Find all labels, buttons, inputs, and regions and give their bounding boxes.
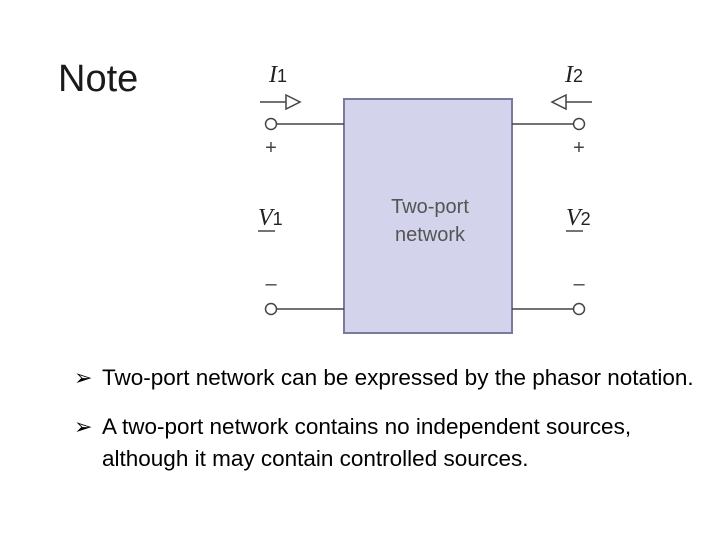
port2-top-terminal [572, 117, 586, 131]
box-label-line1: Two-port [391, 196, 469, 218]
port2-bottom-terminal [572, 302, 586, 316]
i2-symbol: I [564, 62, 574, 88]
i1-symbol: I [268, 62, 278, 88]
bullet-text: A two-port network contains no independe… [102, 414, 632, 471]
i2-subscript: 2 [573, 66, 583, 86]
port2-minus: – [573, 273, 585, 295]
port1-top-terminal [264, 117, 278, 131]
port1-plus: + [265, 137, 277, 159]
i1-label: I1 [268, 62, 287, 88]
bullet-item: ➢ Two-port network can be expressed by t… [74, 362, 714, 394]
i1-subscript: 1 [277, 66, 287, 86]
v2-subscript: 2 [581, 209, 591, 229]
box-label-line2: network [395, 224, 466, 246]
bullet-item: ➢ A two-port network contains no indepen… [74, 411, 714, 475]
bullet-arrow-icon: ➢ [74, 365, 93, 390]
v2-label: V2 [566, 205, 591, 231]
i2-label: I2 [564, 62, 583, 88]
v1-label: V1 [258, 205, 283, 231]
slide-title: Note [58, 58, 139, 100]
two-port-network-diagram: Two-port network I1 I2 + + V1 V2 – – [258, 62, 592, 334]
i2-arrow-head [550, 93, 567, 111]
port2-plus: + [573, 137, 585, 159]
v2-symbol: V [566, 205, 583, 231]
network-box [343, 98, 513, 334]
port1-bottom-terminal [264, 302, 278, 316]
v1-subscript: 1 [273, 209, 283, 229]
bullet-text: Two-port network can be expressed by the… [102, 365, 694, 390]
port1-minus: – [265, 273, 277, 295]
bullet-list: ➢ Two-port network can be expressed by t… [74, 362, 714, 492]
v1-symbol: V [258, 205, 275, 231]
bullet-arrow-icon: ➢ [74, 414, 93, 439]
i1-arrow-head [285, 93, 302, 111]
